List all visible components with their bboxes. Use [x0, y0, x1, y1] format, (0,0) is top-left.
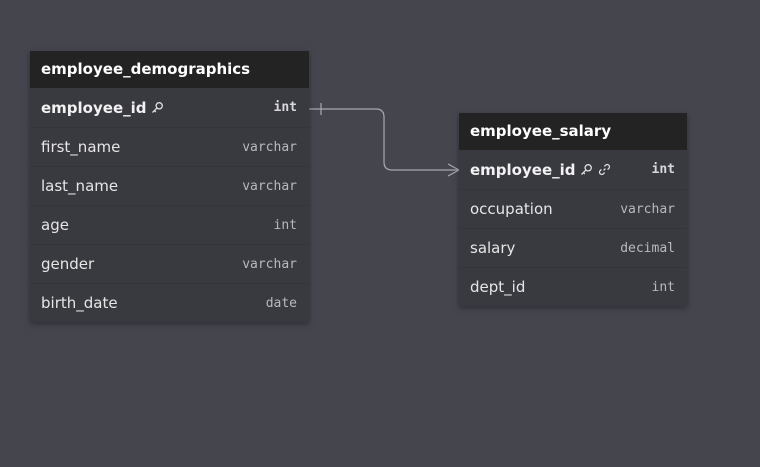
field-row-employee-id[interactable]: employee_id int: [30, 88, 309, 127]
table-employee-demographics[interactable]: employee_demographics employee_id int: [30, 51, 309, 322]
field-type: varchar: [242, 139, 297, 155]
table-employee-salary[interactable]: employee_salary employee_id: [459, 113, 687, 306]
field-row-salary[interactable]: salary decimal: [459, 228, 687, 267]
field-row-employee-id[interactable]: employee_id: [459, 150, 687, 189]
field-name: age: [41, 216, 69, 234]
field-name: dept_id: [470, 278, 526, 296]
table-title[interactable]: employee_salary: [459, 113, 687, 150]
field-type: varchar: [620, 201, 675, 217]
field-name: occupation: [470, 200, 553, 218]
field-name: employee_id: [470, 160, 576, 179]
field-row-gender[interactable]: gender varchar: [30, 244, 309, 283]
field-name: gender: [41, 255, 95, 273]
field-name-cell: employee_id: [41, 99, 165, 117]
key-icon: [580, 163, 594, 177]
field-row-birth-date[interactable]: birth_date date: [30, 283, 309, 322]
field-name: last_name: [41, 177, 119, 195]
table-fields: employee_id int first_name varchar las: [30, 88, 309, 322]
field-type: varchar: [242, 178, 297, 194]
field-row-age[interactable]: age int: [30, 205, 309, 244]
link-icon: [598, 163, 612, 177]
many-cardinality-marker: [447, 163, 460, 177]
relationship-line[interactable]: [309, 108, 459, 171]
field-name: employee_id: [41, 98, 147, 117]
field-name-cell: employee_id: [470, 161, 612, 179]
field-row-dept-id[interactable]: dept_id int: [459, 267, 687, 306]
table-fields: employee_id: [459, 150, 687, 306]
field-name: first_name: [41, 138, 121, 156]
field-type: int: [651, 162, 675, 177]
field-type: int: [651, 279, 675, 295]
field-type: varchar: [242, 256, 297, 272]
table-title[interactable]: employee_demographics: [30, 51, 309, 88]
key-icon: [151, 101, 165, 115]
field-row-occupation[interactable]: occupation varchar: [459, 189, 687, 228]
field-name: birth_date: [41, 294, 118, 312]
field-type: date: [265, 295, 297, 311]
field-type: int: [273, 217, 297, 233]
field-row-first-name[interactable]: first_name varchar: [30, 127, 309, 166]
field-type: decimal: [620, 240, 675, 256]
field-type: int: [273, 100, 297, 115]
field-row-last-name[interactable]: last_name varchar: [30, 166, 309, 205]
field-name: salary: [470, 239, 516, 257]
